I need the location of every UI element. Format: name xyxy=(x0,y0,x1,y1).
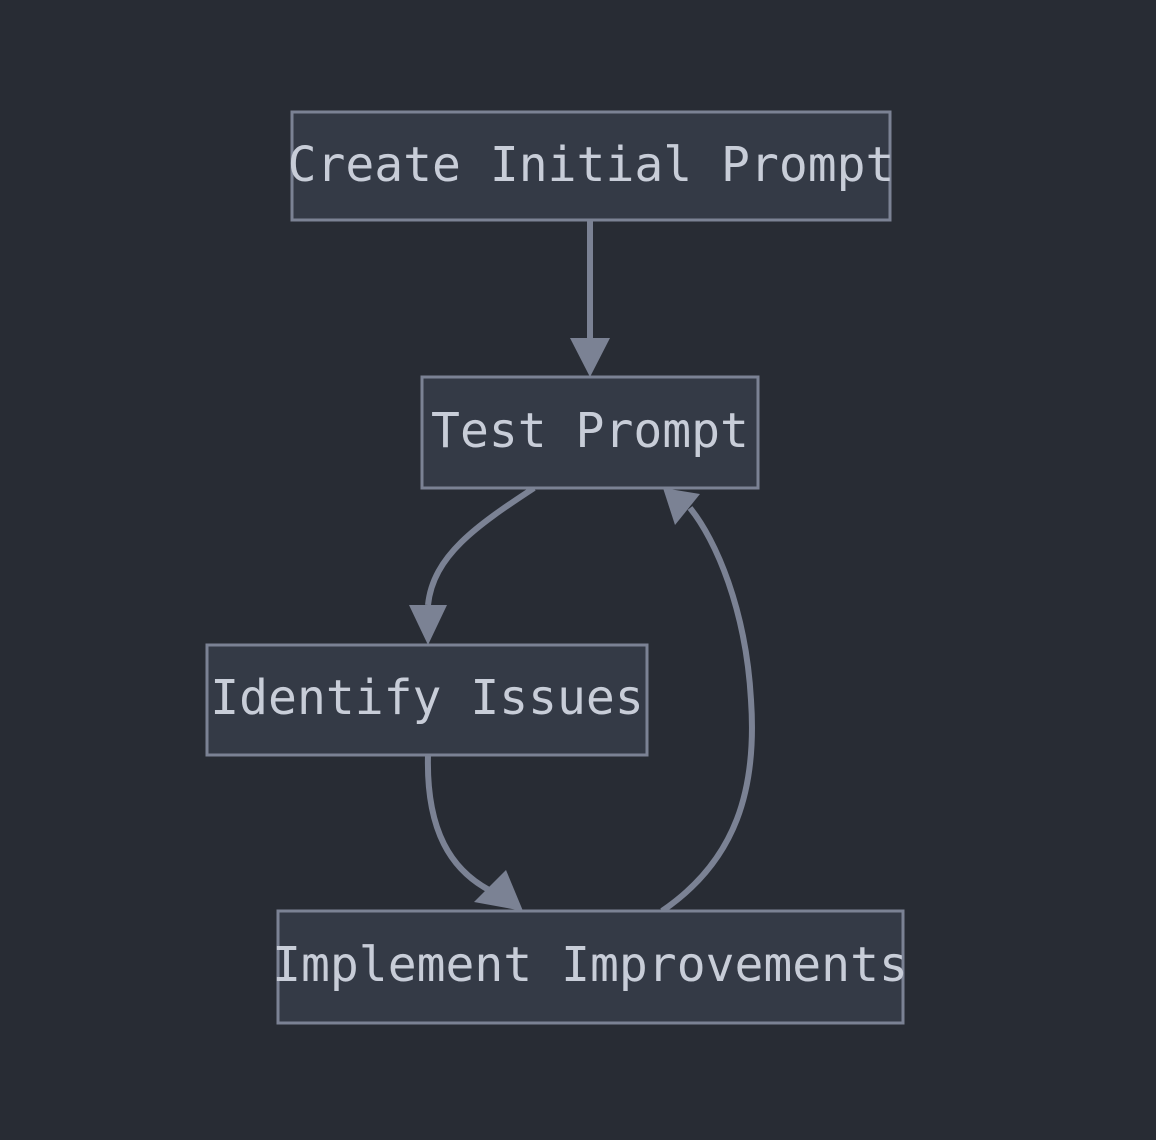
node-create-initial-prompt-label: Create Initial Prompt xyxy=(288,137,895,193)
node-create-initial-prompt[interactable]: Create Initial Prompt xyxy=(288,110,895,222)
node-implement-improvements[interactable]: Implement Improvements xyxy=(272,909,908,1025)
edge-create-to-test-arrowhead xyxy=(570,338,610,377)
edge-implement-to-test-line xyxy=(660,506,755,914)
edge-implement-to-test xyxy=(660,488,755,914)
edge-create-to-test xyxy=(570,220,610,377)
edge-layer xyxy=(409,220,755,914)
node-test-prompt[interactable]: Test Prompt xyxy=(420,375,760,490)
node-identify-issues-box[interactable] xyxy=(205,643,649,757)
node-identify-issues-label: Identify Issues xyxy=(210,670,643,726)
edge-test-to-identify xyxy=(409,485,536,645)
node-identify-issues[interactable]: Identify Issues xyxy=(205,643,649,757)
edge-identify-to-implement xyxy=(424,754,523,911)
edge-identify-to-implement-line xyxy=(424,754,491,893)
node-create-initial-prompt-box[interactable] xyxy=(290,110,892,222)
node-layer: Create Initial Prompt Test Prompt Identi… xyxy=(205,110,908,1025)
node-implement-improvements-box[interactable] xyxy=(276,909,905,1025)
node-implement-improvements-label: Implement Improvements xyxy=(272,937,908,993)
edge-identify-to-implement-arrowhead xyxy=(474,870,523,911)
node-test-prompt-box[interactable] xyxy=(420,375,760,490)
edge-implement-to-test-arrowhead xyxy=(663,488,700,525)
node-test-prompt-label: Test Prompt xyxy=(431,403,749,459)
edge-test-to-identify-arrowhead xyxy=(409,605,447,645)
edge-test-to-identify-line xyxy=(425,485,536,606)
